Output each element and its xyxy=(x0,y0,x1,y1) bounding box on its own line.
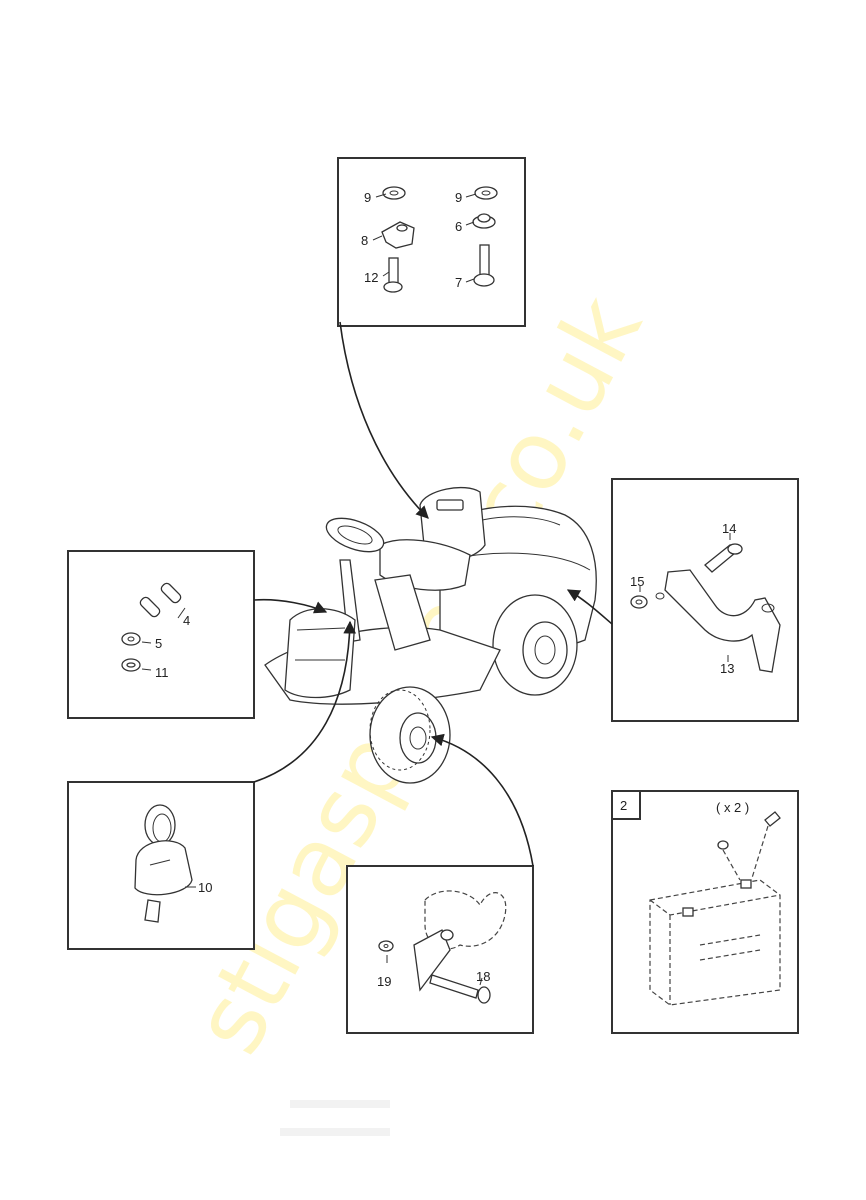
callout-8: 8 xyxy=(361,233,368,248)
seat-hardware-panel: 9 8 12 9 6 7 xyxy=(337,157,526,327)
callout-10: 10 xyxy=(198,880,212,895)
callout-4: 4 xyxy=(183,613,190,628)
axle-bolt-panel: 19 18 xyxy=(346,865,534,1034)
callout-15: 15 xyxy=(630,574,644,589)
callout-9-left: 9 xyxy=(364,190,371,205)
leader-key xyxy=(253,620,357,783)
callout-19: 19 xyxy=(377,974,391,989)
callout-12: 12 xyxy=(364,270,378,285)
callout-13: 13 xyxy=(720,661,734,676)
callout-6: 6 xyxy=(455,219,462,234)
quantity-label: ( x 2 ) xyxy=(716,800,749,815)
callout-18: 18 xyxy=(476,969,490,984)
mounting-bracket-panel: 14 15 13 xyxy=(611,478,799,722)
tractor-illustration xyxy=(264,486,597,784)
variant-tag xyxy=(611,790,641,820)
leader-axle xyxy=(430,733,534,867)
callout-11: 11 xyxy=(155,665,169,680)
callout-7: 7 xyxy=(455,275,462,290)
leader-pins xyxy=(253,598,328,614)
leader-seat xyxy=(339,321,429,519)
callout-9-right: 9 xyxy=(455,190,462,205)
callout-14: 14 xyxy=(722,521,736,536)
ignition-key-panel: 10 xyxy=(67,781,255,950)
callout-5: 5 xyxy=(155,636,162,651)
battery-panel: 2 ( x 2 ) xyxy=(611,790,799,1034)
faint-footer-marks xyxy=(280,1100,390,1136)
leader-bracket xyxy=(566,589,613,625)
pins-washers-panel: 4 5 11 xyxy=(67,550,255,719)
variant-tag-label: 2 xyxy=(620,798,627,813)
